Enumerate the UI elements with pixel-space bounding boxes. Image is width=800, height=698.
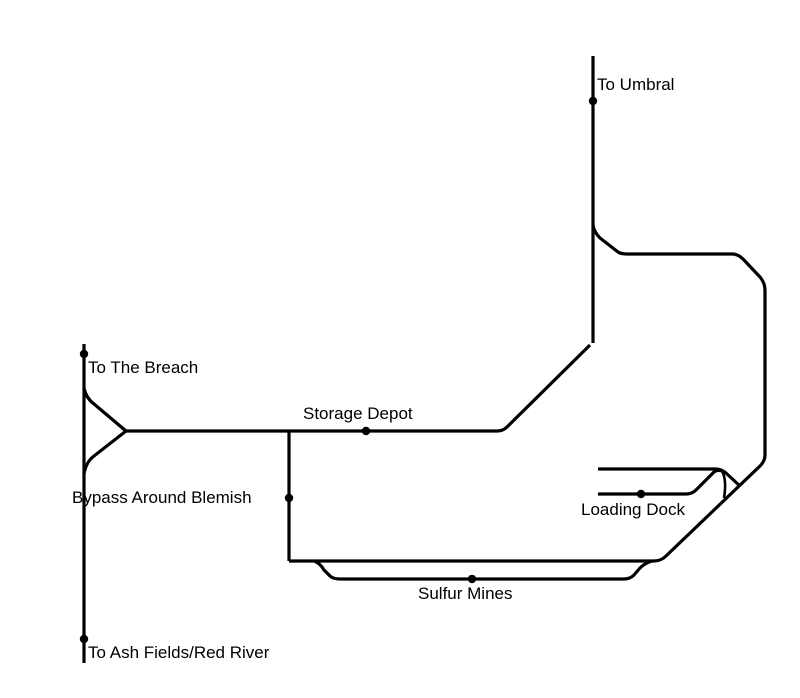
track-loading-lower [598, 468, 723, 496]
station-label-storage: Storage Depot [303, 404, 413, 423]
track-east-loop [289, 224, 767, 563]
track-wye-lower [82, 429, 127, 475]
station-dot-storage[interactable] [361, 426, 371, 436]
station-label-sulfur: Sulfur Mines [418, 584, 512, 603]
station-dot-breach[interactable] [79, 349, 89, 359]
station-label-ash: To Ash Fields/Red River [88, 643, 270, 662]
station-label-umbral: To Umbral [597, 75, 674, 94]
station-dot-bypass[interactable] [284, 493, 294, 503]
station-dot-umbral[interactable] [588, 96, 598, 106]
track-wye-upper [82, 387, 128, 433]
station-label-bypass: Bypass Around Blemish [72, 488, 252, 507]
station-label-loading: Loading Dock [581, 500, 685, 519]
station-dot-loading[interactable] [636, 489, 646, 499]
track-storage-line [126, 343, 592, 433]
station-label-breach: To The Breach [88, 358, 198, 377]
station-dot-ash[interactable] [79, 634, 89, 644]
station-dot-sulfur[interactable] [467, 574, 477, 584]
track-loading-connector [720, 470, 727, 499]
track-sulfur-siding [313, 559, 653, 581]
